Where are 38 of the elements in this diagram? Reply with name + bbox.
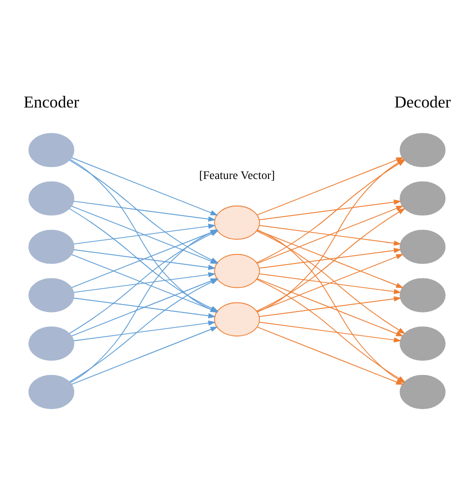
arrow bbox=[258, 272, 402, 294]
arrow bbox=[73, 248, 216, 270]
arrow bbox=[71, 326, 218, 384]
node-ellipse bbox=[400, 180, 446, 216]
arrow bbox=[258, 247, 402, 268]
node-ellipse bbox=[214, 253, 260, 288]
arrow bbox=[71, 156, 218, 215]
node-ellipse bbox=[214, 205, 260, 240]
arrow bbox=[256, 229, 404, 288]
arrow bbox=[73, 200, 216, 222]
arrow bbox=[258, 296, 402, 316]
arrow bbox=[73, 297, 216, 318]
arrow bbox=[256, 230, 406, 334]
arrow bbox=[256, 205, 404, 264]
node-ellipse bbox=[400, 326, 446, 360]
node-ellipse bbox=[28, 326, 74, 360]
node-ellipse bbox=[28, 180, 74, 216]
node-ellipse bbox=[214, 302, 260, 336]
label: Decoder bbox=[394, 92, 451, 112]
node-ellipse bbox=[400, 229, 446, 264]
arrow bbox=[256, 278, 404, 336]
label: [Feature Vector] bbox=[199, 168, 275, 182]
arrow bbox=[73, 320, 216, 341]
node-ellipse bbox=[28, 374, 74, 409]
label: Encoder bbox=[24, 92, 80, 112]
node-ellipse bbox=[400, 374, 446, 409]
arrow bbox=[258, 321, 402, 342]
node-ellipse bbox=[28, 278, 74, 312]
arrow bbox=[256, 254, 404, 312]
arrow bbox=[73, 272, 216, 292]
arrow bbox=[258, 224, 402, 246]
arrow bbox=[73, 223, 216, 244]
arrow bbox=[258, 199, 402, 220]
node-ellipse bbox=[28, 229, 74, 264]
node-ellipse bbox=[28, 132, 74, 167]
arrow bbox=[256, 208, 406, 312]
node-ellipse bbox=[400, 132, 446, 167]
node-ellipse bbox=[400, 278, 446, 312]
